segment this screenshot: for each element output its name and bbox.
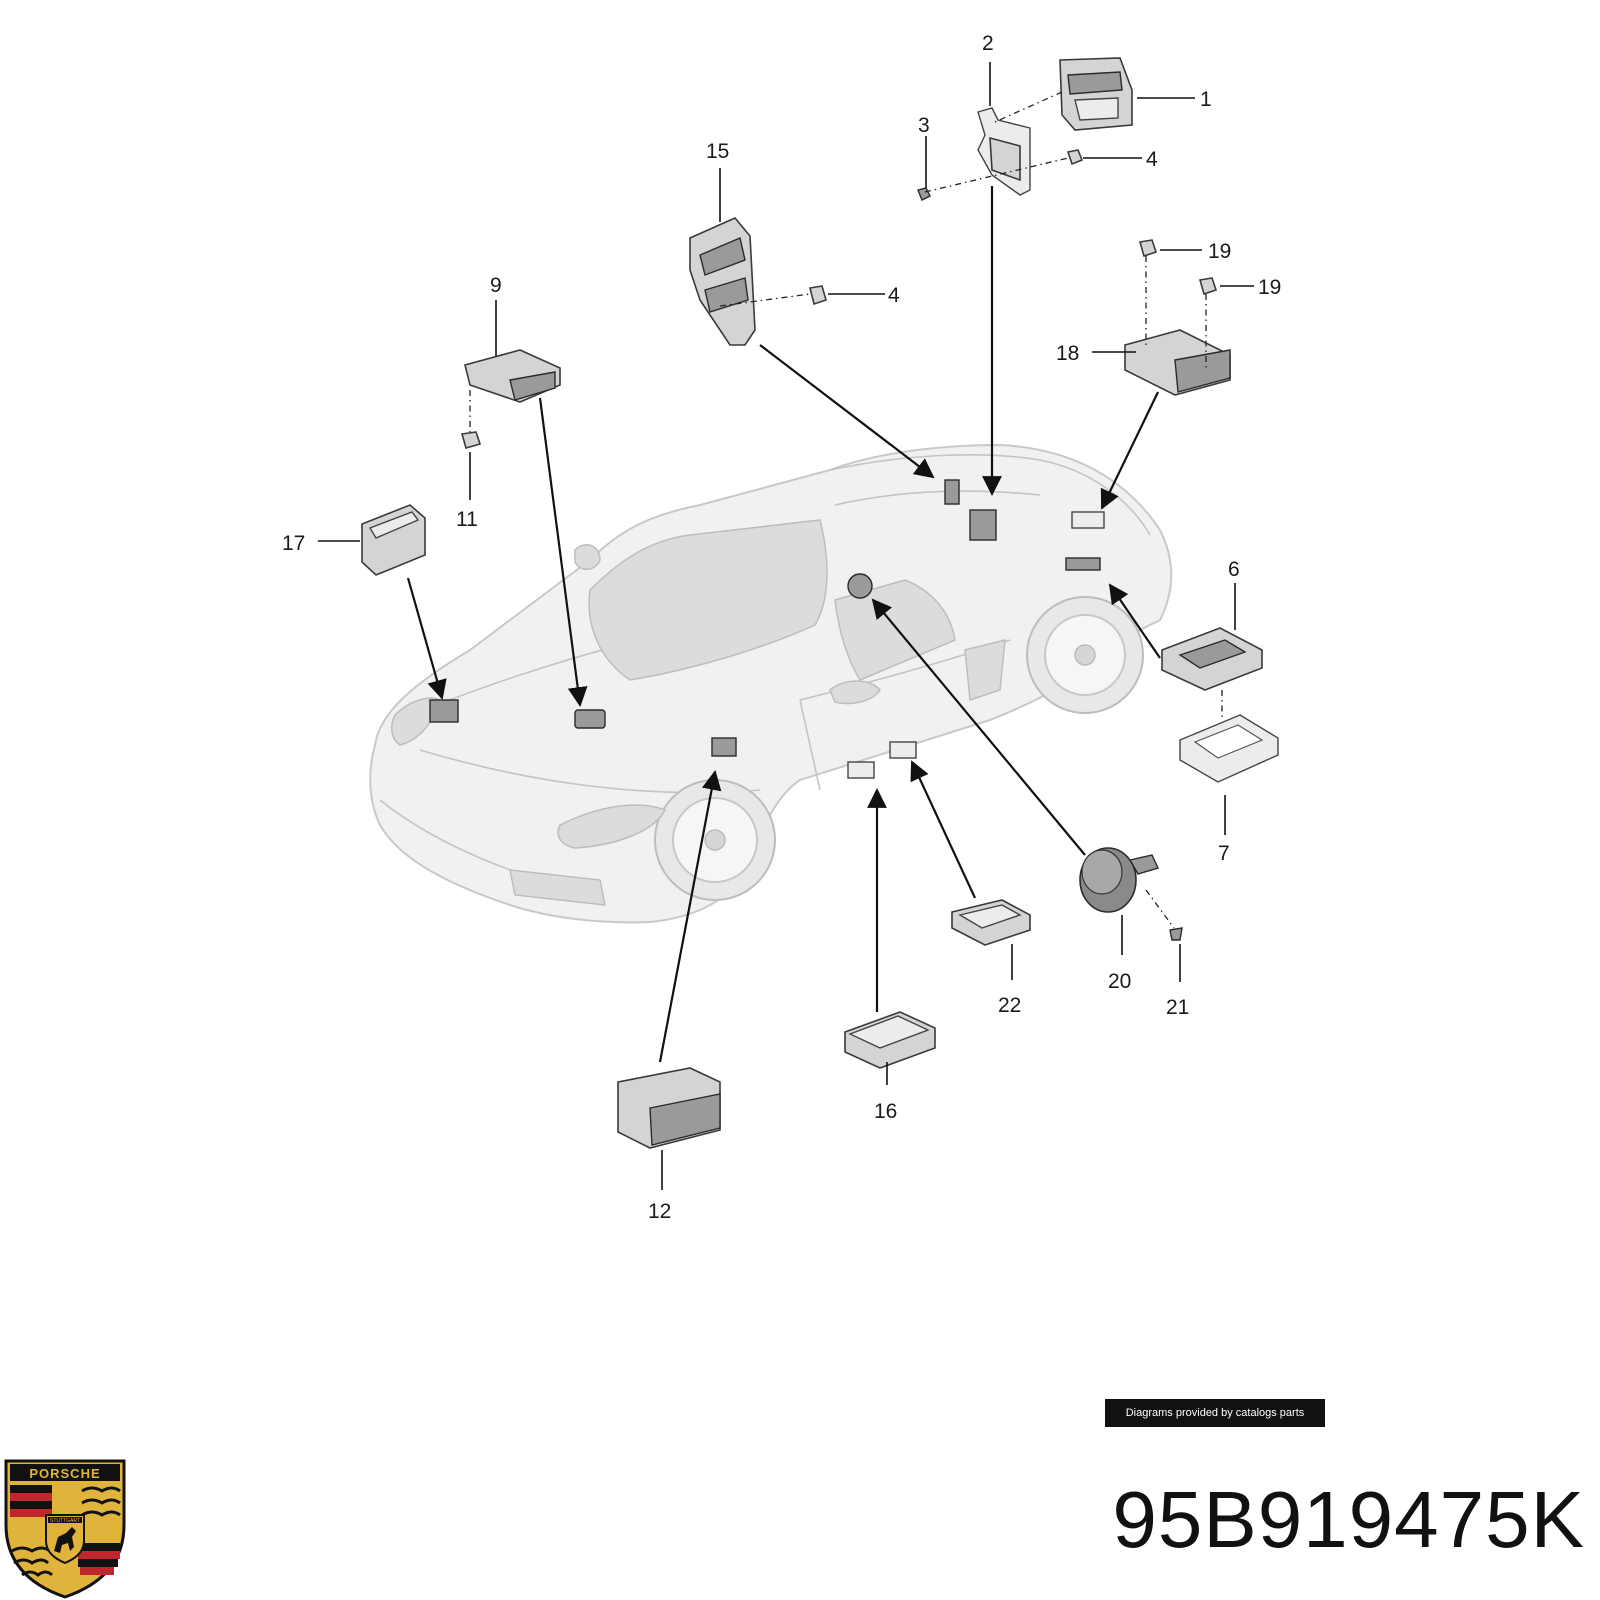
part-20-horn bbox=[1079, 847, 1159, 913]
part-7-mounting-frame bbox=[1179, 714, 1279, 783]
callout-19-lower: 19 bbox=[1258, 276, 1281, 299]
callout-19-upper: 19 bbox=[1208, 240, 1231, 263]
part-21-screw bbox=[1169, 927, 1183, 941]
callout-1: 1 bbox=[1200, 88, 1212, 111]
callout-labels: 1 2 3 4 4 6 7 9 11 12 15 16 17 18 19 19 … bbox=[282, 32, 1281, 1223]
diagram-credit-banner: Diagrams provided by catalogs parts bbox=[1105, 1399, 1325, 1427]
car-illustration bbox=[369, 443, 1173, 924]
assembly-dash-lines bbox=[469, 91, 1223, 929]
callout-22: 22 bbox=[998, 994, 1021, 1017]
part-11-nut bbox=[460, 431, 482, 449]
svg-text:PORSCHE: PORSCHE bbox=[29, 1466, 100, 1481]
callout-9: 9 bbox=[490, 274, 502, 297]
callout-12: 12 bbox=[648, 1200, 671, 1223]
location-arrows bbox=[406, 186, 1161, 1063]
callout-4-upper: 4 bbox=[1146, 148, 1158, 171]
part-15-control-unit bbox=[689, 217, 756, 346]
part-12-control-unit bbox=[617, 1067, 721, 1149]
callout-20: 20 bbox=[1108, 970, 1131, 993]
part-19-nut-upper bbox=[1138, 239, 1158, 258]
callout-15: 15 bbox=[706, 140, 729, 163]
part-1-control-unit bbox=[1059, 57, 1133, 131]
callout-6: 6 bbox=[1228, 558, 1240, 581]
callout-16: 16 bbox=[874, 1100, 897, 1123]
part-3-screw bbox=[917, 187, 931, 201]
callout-21: 21 bbox=[1166, 996, 1189, 1019]
callout-17: 17 bbox=[282, 532, 305, 555]
part-number: 95B919475K bbox=[1112, 1475, 1585, 1564]
part-6-module bbox=[1161, 627, 1263, 691]
leader-lines bbox=[318, 62, 1254, 1190]
callout-11: 11 bbox=[456, 508, 478, 531]
svg-text:STUTTGART: STUTTGART bbox=[50, 1518, 80, 1524]
porsche-crest-logo: PORSCHE STUTTGART bbox=[4, 1459, 126, 1599]
callout-4-lower: 4 bbox=[888, 284, 900, 307]
part-4-clip-lower bbox=[809, 285, 827, 306]
callout-7: 7 bbox=[1218, 842, 1230, 865]
part-16-control-unit bbox=[844, 1011, 936, 1069]
part-22-module bbox=[951, 899, 1031, 946]
part-4-clip-upper bbox=[1066, 149, 1084, 166]
part-2-bracket bbox=[977, 107, 1031, 196]
part-18-control-unit bbox=[1124, 329, 1231, 396]
callout-18: 18 bbox=[1056, 342, 1079, 365]
part-19-nut-lower bbox=[1198, 277, 1218, 296]
part-17-control-unit bbox=[361, 504, 426, 576]
callout-3: 3 bbox=[918, 114, 930, 137]
callout-2: 2 bbox=[982, 32, 994, 55]
part-9-module bbox=[464, 349, 561, 403]
